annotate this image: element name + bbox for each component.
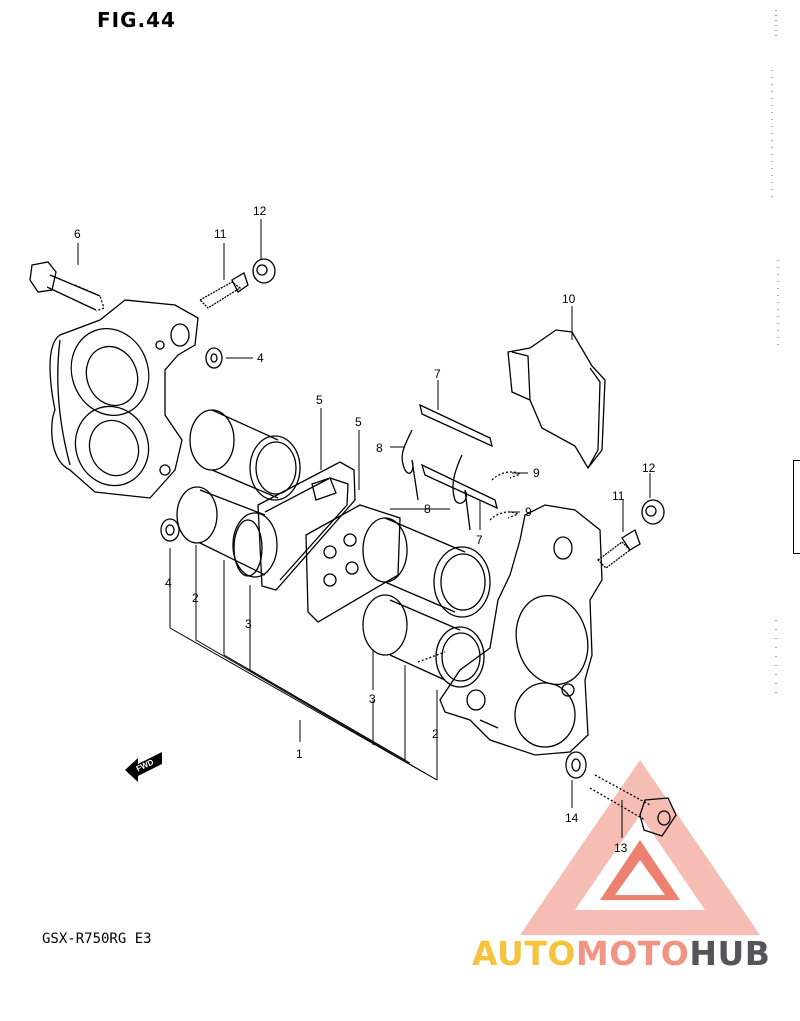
caliper-housing-left xyxy=(49,299,199,499)
callout-5-right: 5 xyxy=(355,415,362,429)
washer-4-top xyxy=(205,347,223,369)
callout-5-left: 5 xyxy=(316,393,323,407)
bolt-13 xyxy=(589,774,677,837)
callout-8-top: 8 xyxy=(376,441,383,455)
callout-10: 10 xyxy=(562,292,576,306)
callout-4-top: 4 xyxy=(257,351,264,365)
callout-9-bottom: 9 xyxy=(525,505,532,519)
scan-specks xyxy=(771,10,779,700)
bleeder-cap-12-left xyxy=(252,258,276,284)
callout-8-bottom: 8 xyxy=(424,502,431,516)
pad-cover-10 xyxy=(507,329,606,470)
piston-seal-set-left xyxy=(176,409,301,578)
callout-12-right: 12 xyxy=(642,461,656,475)
watermark-text-auto: AUTO xyxy=(472,934,576,973)
callout-9-top: 9 xyxy=(533,466,540,480)
watermark-text-hub: HUB xyxy=(689,934,771,973)
brake-pad-5-outer xyxy=(257,461,356,591)
model-code: GSX-R750RG E3 xyxy=(42,931,152,947)
callout-3-left: 3 xyxy=(245,617,252,631)
callout-4-left: 4 xyxy=(165,576,172,590)
brake-pad-5-inner xyxy=(305,504,401,623)
fwd-arrow xyxy=(125,752,162,782)
callout-11-left: 11 xyxy=(214,227,227,241)
callout-2-right: 2 xyxy=(432,727,439,741)
figure-title: FIG.44 xyxy=(97,8,176,32)
callout-labels: 1 2 2 3 3 4 4 5 5 6 7 7 8 8 9 9 10 11 11… xyxy=(74,204,656,855)
callout-6: 6 xyxy=(74,227,81,241)
pad-spring-8-lower xyxy=(452,454,471,531)
callout-7-bottom: 7 xyxy=(476,533,483,547)
callout-3-right: 3 xyxy=(369,692,376,706)
pad-spring-8-upper xyxy=(401,429,419,501)
leader-lines xyxy=(77,219,651,838)
washer-4-lower xyxy=(160,518,180,542)
bolt-6 xyxy=(29,261,105,312)
edge-bracket xyxy=(793,460,800,554)
callout-11-right: 11 xyxy=(612,489,625,503)
callout-14: 14 xyxy=(565,811,579,825)
bleeder-cap-12-right xyxy=(641,499,665,525)
callout-12-left: 12 xyxy=(253,204,267,218)
pad-pin-7-lower xyxy=(420,463,498,510)
bleeder-valve-11-left xyxy=(198,272,249,309)
callout-13: 13 xyxy=(614,841,628,855)
callout-7-top: 7 xyxy=(434,367,441,381)
pad-clip-9-upper xyxy=(491,471,522,481)
callout-1: 1 xyxy=(296,747,303,761)
pad-clip-9-lower xyxy=(489,511,520,521)
piston-seal-set-right xyxy=(362,517,491,688)
watermark-logo xyxy=(520,760,760,935)
watermark-text: AUTOMOTOHUB xyxy=(472,934,770,973)
callout-2-left: 2 xyxy=(192,591,199,605)
watermark-text-moto: MOTO xyxy=(575,934,690,973)
washer-14 xyxy=(565,751,587,779)
caliper-housing-right xyxy=(439,504,603,756)
bleeder-valve-11-right xyxy=(597,529,641,569)
pad-pin-7-upper xyxy=(419,403,493,448)
